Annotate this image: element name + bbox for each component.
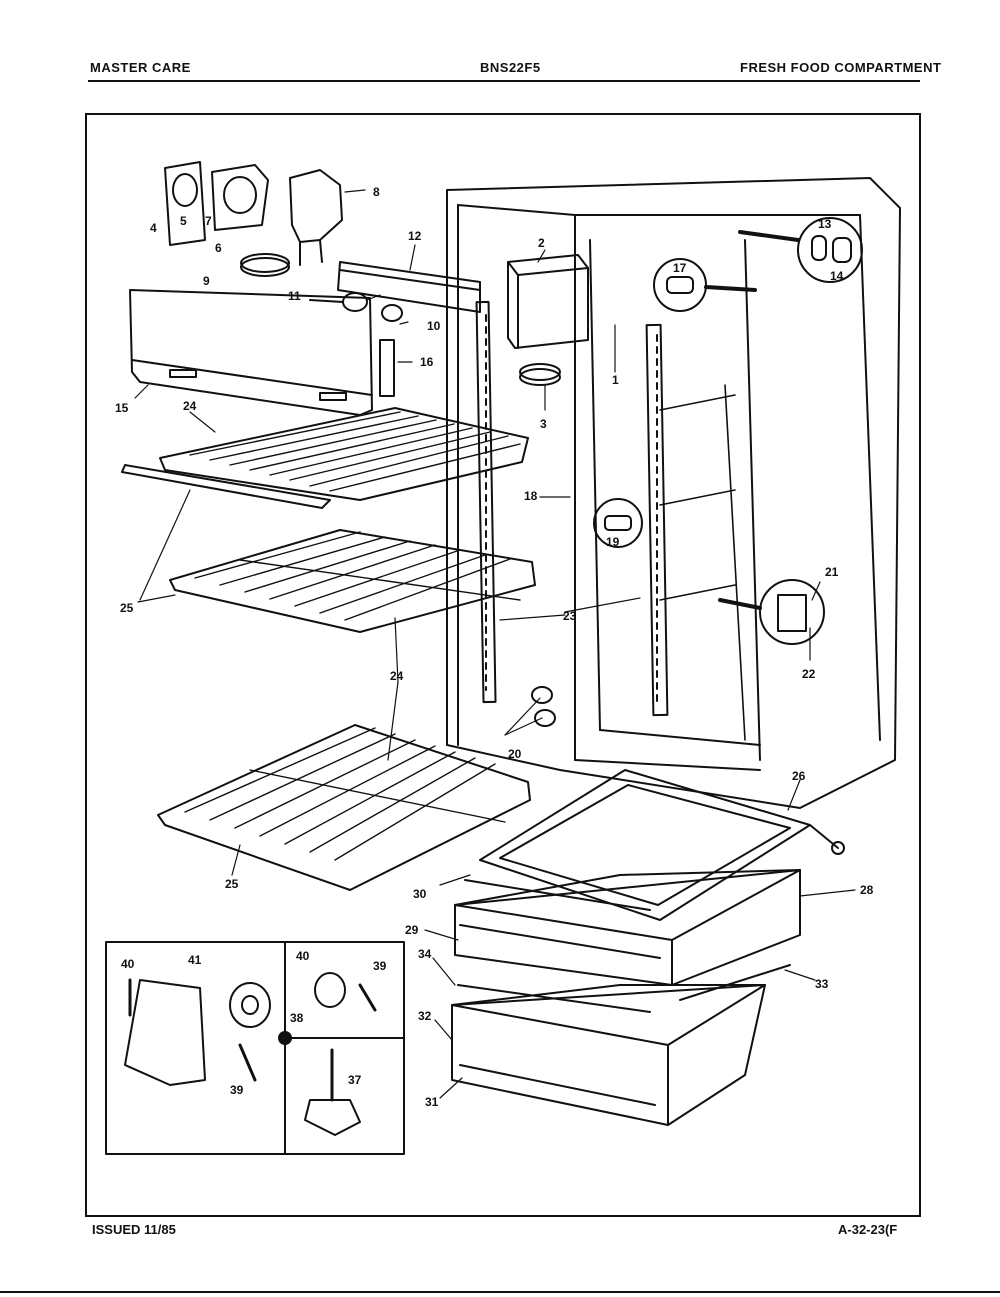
callout-25-lower: 25 — [225, 877, 239, 891]
callout-5: 5 — [180, 214, 187, 228]
callout-2: 2 — [538, 236, 545, 250]
callout-28: 28 — [860, 883, 874, 897]
wire-shelf-middle — [169, 529, 536, 633]
detail-circle-19 — [593, 498, 643, 548]
callout-20: 20 — [508, 747, 522, 761]
callout-11: 11 — [288, 289, 301, 303]
callout-16: 16 — [420, 355, 434, 369]
page-bottom-rule — [0, 1291, 1000, 1293]
callout-23: 23 — [563, 609, 577, 623]
callout-15: 15 — [115, 401, 129, 415]
callout-21: 21 — [825, 565, 839, 579]
callout-40-left: 40 — [121, 957, 135, 971]
callout-12: 12 — [408, 229, 422, 243]
callout-13: 13 — [818, 217, 832, 231]
callout-10: 10 — [427, 319, 441, 333]
callout-33: 33 — [815, 977, 829, 991]
header-section-title: FRESH FOOD COMPARTMENT — [740, 60, 942, 75]
control-box — [507, 254, 589, 349]
light-housing-assembly — [164, 161, 403, 322]
callout-41: 41 — [188, 953, 202, 967]
detail-circle-21-22 — [718, 579, 825, 645]
callout-7: 7 — [205, 214, 212, 228]
callout-24-lower: 24 — [390, 669, 404, 683]
leveling-inset — [105, 941, 405, 1155]
shelf-ladder-left — [475, 300, 497, 704]
callout-19: 19 — [606, 535, 620, 549]
callout-32: 32 — [418, 1009, 432, 1023]
detail-circle-13-14 — [738, 217, 863, 283]
callout-6: 6 — [215, 241, 222, 255]
callout-31: 31 — [425, 1095, 439, 1109]
shelf-ladder-right — [645, 323, 669, 717]
rear-rack-rungs — [659, 384, 746, 741]
callout-26: 26 — [792, 769, 806, 783]
header-rule — [88, 80, 920, 82]
callout-29: 29 — [405, 923, 419, 937]
diagram-frame — [85, 113, 921, 1217]
header-model-number: BNS22F5 — [480, 60, 541, 75]
callout-38: 38 — [290, 1011, 304, 1025]
callout-37: 37 — [348, 1073, 362, 1087]
control-knob — [519, 363, 561, 386]
callout-8: 8 — [373, 185, 380, 199]
footer-issued-date: ISSUED 11/85 — [92, 1222, 176, 1237]
callout-18: 18 — [524, 489, 538, 503]
callout-24-top: 24 — [183, 399, 197, 413]
wire-shelf-bottom — [157, 724, 531, 891]
callout-40-right: 40 — [296, 949, 310, 963]
light-shield — [337, 261, 481, 313]
crisper-pan-upper — [454, 869, 801, 986]
callout-30: 30 — [413, 887, 427, 901]
callout-17: 17 — [673, 261, 687, 275]
callout-39-right: 39 — [373, 959, 387, 973]
callout-25-upper: 25 — [120, 601, 134, 615]
callout-numbers: 1 2 3 4 5 6 7 8 9 10 11 12 13 14 15 16 1… — [115, 185, 874, 1109]
callout-9: 9 — [203, 274, 210, 288]
wire-shelf-top — [121, 407, 529, 509]
callout-22: 22 — [802, 667, 816, 681]
leader-lines — [134, 189, 856, 1099]
footer-page-code: A-32-23(F — [838, 1222, 898, 1237]
callout-39-left: 39 — [230, 1083, 244, 1097]
hinge-pins-20 — [531, 686, 556, 727]
callout-14: 14 — [830, 269, 844, 283]
header-brand: MASTER CARE — [90, 60, 191, 75]
callout-1: 1 — [612, 373, 619, 387]
deli-cover-panel — [129, 289, 395, 416]
detail-circle-17 — [653, 258, 757, 312]
callout-3: 3 — [540, 417, 547, 431]
callout-34: 34 — [418, 947, 432, 961]
cabinet-liner — [446, 177, 901, 809]
crisper-pan-lower — [451, 964, 791, 1126]
callout-4: 4 — [150, 221, 157, 235]
